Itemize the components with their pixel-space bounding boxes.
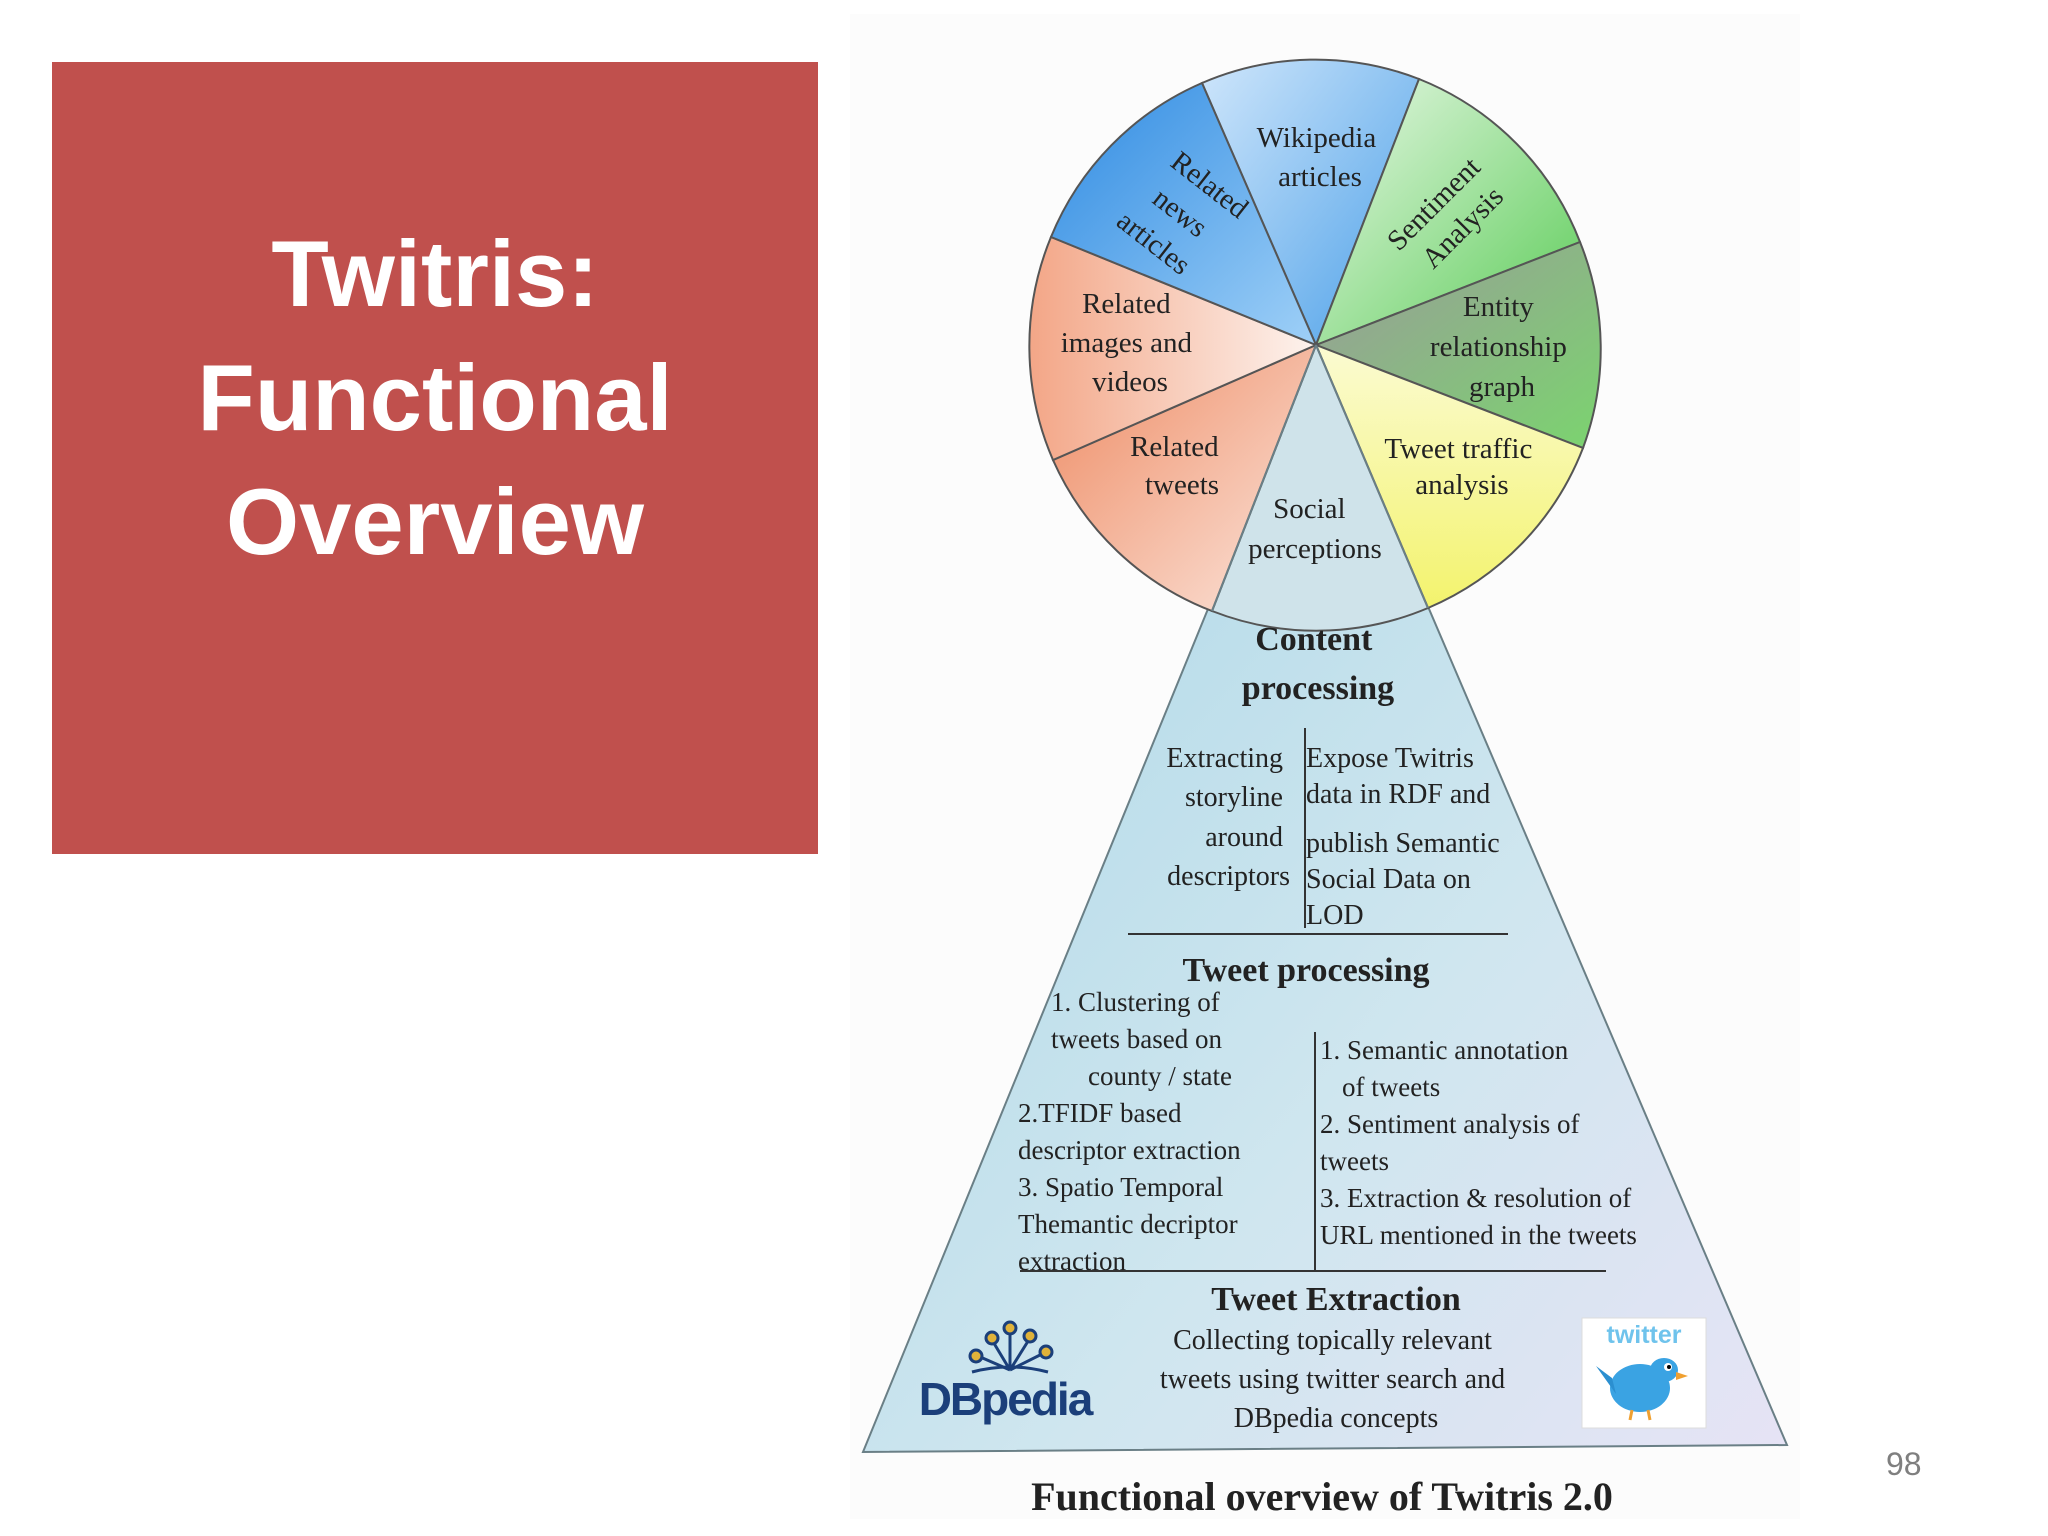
tweet-extraction-text: Collecting topically relevant tweets usi… <box>1160 1325 1512 1434</box>
slide-title-line: Twitris: <box>271 221 599 326</box>
twitter-logo: twitter <box>1581 1317 1707 1429</box>
label-related-tweets: Related tweets <box>1130 431 1226 501</box>
slide-title-line: Overview <box>225 469 645 574</box>
tweet-processing-right-text: 1. Semantic annotation of tweets 2. Sent… <box>1320 1035 1638 1250</box>
pyramid-edge-right <box>1315 344 1429 609</box>
twitter-bird-icon <box>1596 1358 1688 1421</box>
pyramid <box>861 342 1789 1454</box>
content-left-text: Extracting storyline around descriptors <box>1166 743 1290 892</box>
dbpedia-tree-icon <box>968 1320 1054 1374</box>
dbpedia-logo: DBpedia <box>919 1320 1096 1425</box>
pie-segment-images <box>1028 235 1319 462</box>
tweet-processing-heading: Tweet processing <box>1182 952 1429 989</box>
figure-caption: Functional overview of Twitris 2.0 <box>1031 1474 1613 1519</box>
pie-segment-news <box>1049 81 1318 347</box>
pie-segment-social <box>1210 342 1430 632</box>
content-right-text: Expose Twitris data in RDF and publish S… <box>1306 743 1507 931</box>
pie-chart <box>1028 58 1602 632</box>
twitter-logo-text: twitter <box>1607 1321 1682 1349</box>
tweet-extraction-heading: Tweet Extraction <box>1211 1281 1461 1318</box>
tweet-processing-left-text: 1. Clustering of tweets based on county … <box>1018 987 1247 1276</box>
slide-title-line: Functional <box>197 345 673 450</box>
pie-segment-entity <box>1313 240 1602 450</box>
pie-segment-tweet-traffic <box>1314 343 1585 610</box>
dbpedia-logo-text: DBpedia <box>919 1373 1094 1425</box>
page-number: 98 <box>1886 1446 1922 1482</box>
pyramid-edge-left <box>1211 344 1317 612</box>
label-entity: Entity relationship graph <box>1430 291 1574 403</box>
pie-segment-related-tweets <box>1051 343 1318 613</box>
pie-segment-wikipedia <box>1200 58 1421 348</box>
label-tweet-traffic: Tweet traffic analysis <box>1384 433 1539 501</box>
title-box: Twitris: Functional Overview <box>52 62 818 854</box>
pie-segment-sentiment <box>1314 77 1582 347</box>
label-wikipedia: Wikipedia articles <box>1257 122 1384 193</box>
label-related-images: Related images and videos <box>1061 288 1200 398</box>
slide-title: Twitris: Functional Overview <box>197 212 672 584</box>
content-processing-heading: Content processing <box>1242 621 1394 707</box>
label-social-perceptions: Social perceptions <box>1248 493 1382 565</box>
